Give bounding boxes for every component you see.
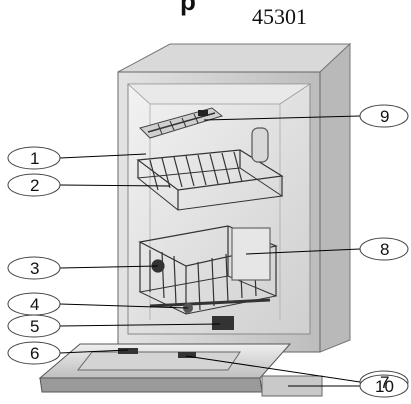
callout-label-4: 4	[30, 295, 39, 314]
callout-1	[7, 146, 61, 170]
model-number: 45301	[252, 4, 307, 29]
callout-8	[359, 237, 409, 261]
callout-lines	[59, 115, 361, 387]
callout-label-5: 5	[30, 317, 39, 336]
callout-label-3: 3	[30, 259, 39, 278]
callout-label-10: 10	[375, 377, 394, 396]
callout-label-7: 7	[380, 373, 389, 392]
dishwasher-door	[38, 343, 292, 393]
callout-5	[7, 314, 61, 338]
callout-9	[359, 104, 409, 128]
callout-label-8: 8	[380, 240, 389, 259]
callout-label-9: 9	[380, 107, 389, 126]
callout-2	[7, 173, 61, 197]
callout-3	[7, 256, 61, 280]
upper-basket	[136, 127, 284, 211]
page-heading-fragment: p	[180, 0, 196, 16]
callout-label-6: 6	[30, 344, 39, 363]
callout-6	[7, 341, 61, 365]
cabinet	[117, 42, 352, 353]
callout-10	[359, 374, 409, 398]
cutlery-tray	[139, 107, 224, 139]
callout-label-1: 1	[30, 149, 39, 168]
callout-label-2: 2	[30, 176, 39, 195]
